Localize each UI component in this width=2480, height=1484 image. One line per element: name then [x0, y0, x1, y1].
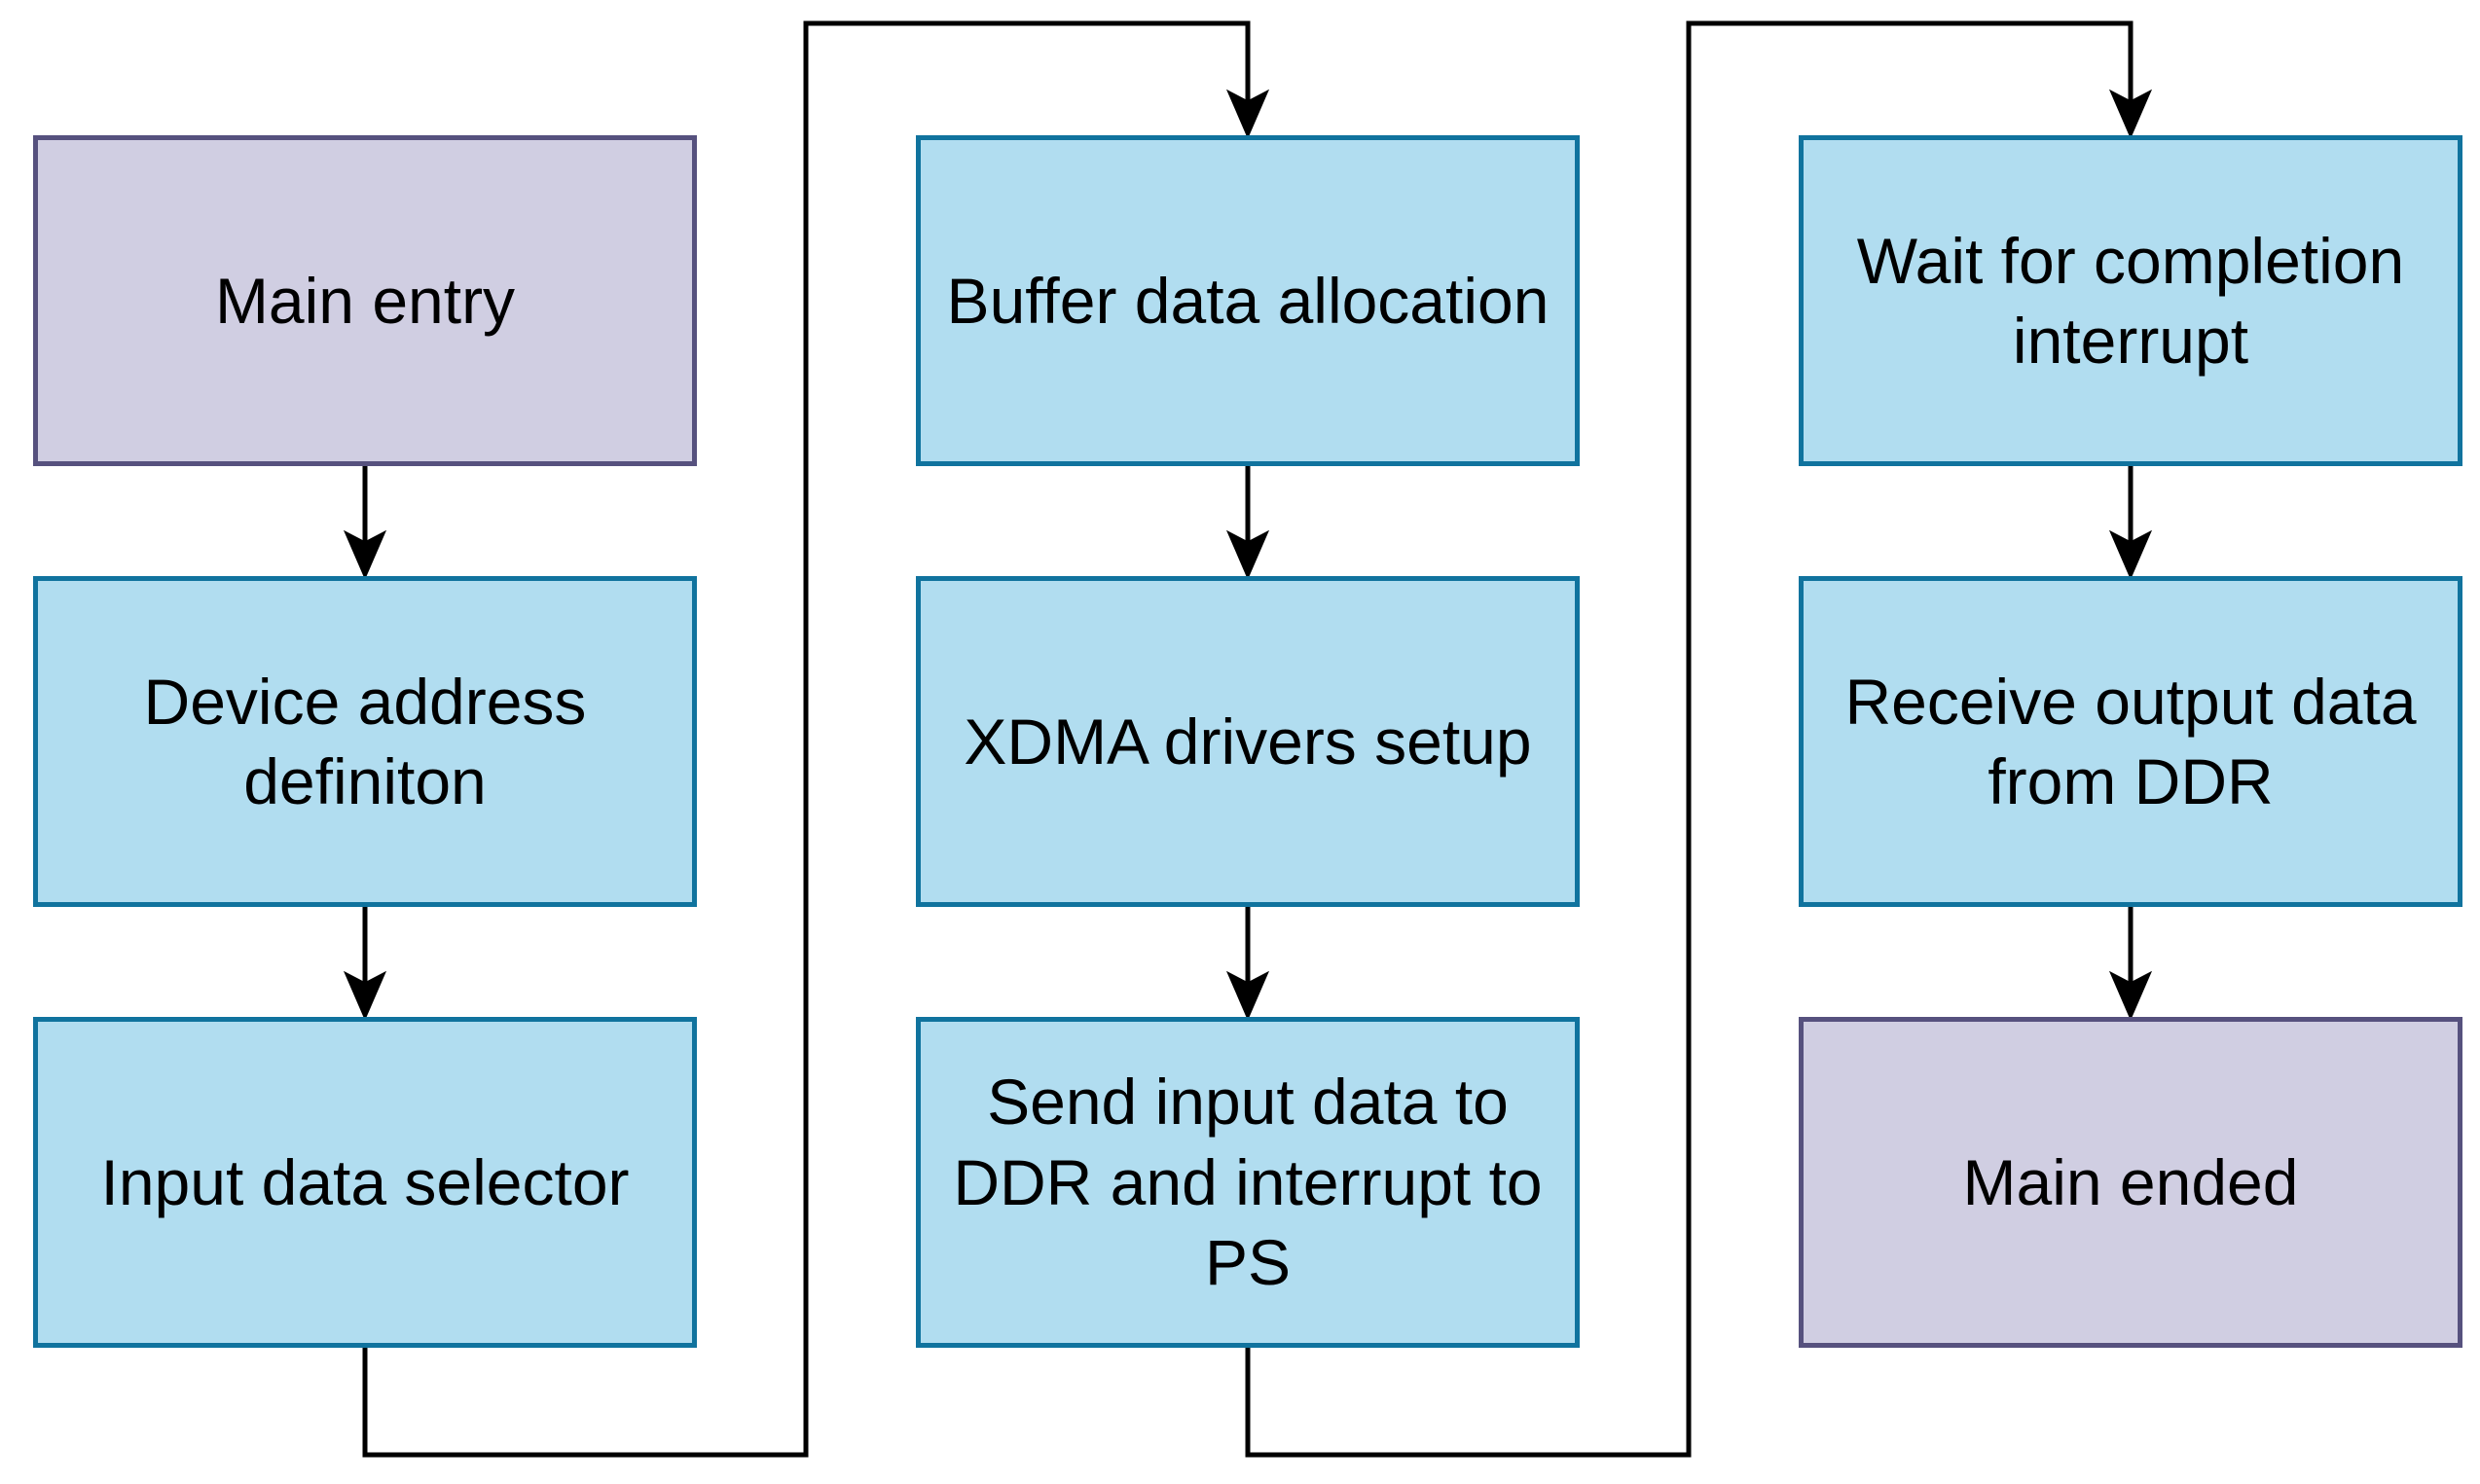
device-address-node: Device address definiton: [33, 576, 697, 907]
buffer-allocation-node: Buffer data allocation: [916, 135, 1580, 466]
input-selector-node: Input data selector: [33, 1017, 697, 1348]
wait-interrupt-node: Wait for completion interrupt: [1799, 135, 2462, 466]
arrow-input-selector-to-buffer-allocation: [362, 20, 1251, 1458]
input-selector-label: Input data selector: [100, 1145, 630, 1218]
main-ended-label: Main ended: [1962, 1145, 2299, 1218]
main-entry-node: Main entry: [33, 135, 697, 466]
xdma-setup-label: XDMA drivers setup: [964, 705, 1532, 778]
receive-output-label: Receive output data from DDR: [1844, 665, 2417, 818]
arrowhead-main-ended: [2108, 970, 2153, 1021]
arrowhead-device-address: [343, 529, 387, 580]
send-input-node: Send input data to DDR and interrupt to …: [916, 1017, 1580, 1348]
buffer-allocation-label: Buffer data allocation: [946, 264, 1550, 337]
arrowhead-receive-output: [2108, 529, 2153, 580]
arrowhead-xdma-setup: [1225, 529, 1270, 580]
arrow-send-input-to-wait-interrupt: [1245, 20, 2134, 1458]
xdma-setup-node: XDMA drivers setup: [916, 576, 1580, 907]
arrowhead-send-input: [1225, 970, 1270, 1021]
device-address-label: Device address definiton: [143, 665, 587, 818]
send-input-label: Send input data to DDR and interrupt to …: [953, 1066, 1543, 1299]
wait-interrupt-label: Wait for completion interrupt: [1856, 224, 2405, 378]
main-ended-node: Main ended: [1799, 1017, 2462, 1348]
arrowhead-input-selector: [343, 970, 387, 1021]
main-entry-label: Main entry: [214, 264, 516, 337]
arrowhead-wait-interrupt: [2108, 89, 2153, 139]
receive-output-node: Receive output data from DDR: [1799, 576, 2462, 907]
arrowhead-buffer-allocation: [1225, 89, 1270, 139]
